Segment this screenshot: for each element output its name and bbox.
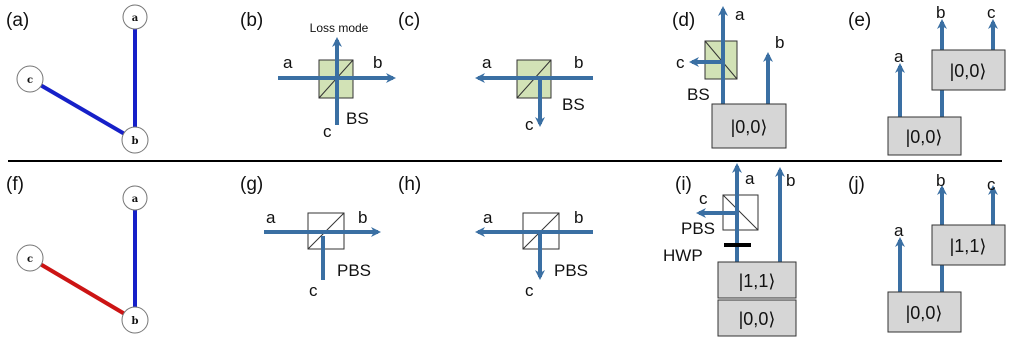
state-label-lower: |0,0⟩ bbox=[906, 303, 943, 323]
node-c bbox=[16, 65, 44, 93]
port-b-label: b bbox=[936, 171, 945, 190]
bs-label: BS bbox=[687, 85, 710, 104]
state-label-upper: |1,1⟩ bbox=[950, 236, 987, 256]
port-b-label: b bbox=[358, 208, 367, 227]
graph-a: a c b bbox=[16, 4, 149, 154]
state-box bbox=[711, 103, 787, 149]
state-box-upper bbox=[931, 224, 1006, 266]
port-a-label: a bbox=[283, 53, 293, 72]
panel-label-g: (g) bbox=[240, 174, 263, 195]
port-b-label: b bbox=[574, 53, 583, 72]
node-b-label: b bbox=[132, 316, 139, 327]
port-b-label: b bbox=[574, 208, 583, 227]
graph-f: a c b bbox=[16, 185, 149, 334]
panel-h: a b c PBS bbox=[475, 208, 593, 300]
port-b-label: b bbox=[936, 3, 945, 22]
bs-label: BS bbox=[562, 95, 585, 114]
port-b-label: b bbox=[786, 171, 795, 190]
node-c-label: c bbox=[27, 75, 33, 86]
pbs-label: PBS bbox=[681, 219, 715, 238]
panel-i: a b c PBS HWP |1,1⟩ |0,0⟩ bbox=[663, 163, 797, 337]
node-a-label: a bbox=[132, 13, 139, 24]
port-c-label: c bbox=[987, 175, 996, 194]
state-label-upper: |0,0⟩ bbox=[950, 61, 987, 81]
port-a-label: a bbox=[482, 53, 492, 72]
pbs-diagonal bbox=[722, 194, 759, 231]
panel-g: a b c PBS bbox=[264, 208, 381, 300]
port-c-label: c bbox=[525, 281, 534, 300]
state-box-lower bbox=[717, 299, 797, 337]
panel-label-i: (i) bbox=[675, 174, 692, 195]
state-label-upper: |1,1⟩ bbox=[739, 271, 776, 291]
panel-label-j: (j) bbox=[848, 174, 865, 195]
bs-label: BS bbox=[346, 109, 369, 128]
node-b-label: b bbox=[132, 136, 139, 147]
panel-label-c: (c) bbox=[398, 10, 420, 31]
port-c-label: c bbox=[699, 189, 708, 208]
edge-c-b bbox=[28, 77, 137, 142]
panel-j: a b c |1,1⟩ |0,0⟩ bbox=[887, 171, 1006, 333]
port-c-label: c bbox=[987, 3, 996, 22]
node-a-label: a bbox=[132, 194, 139, 205]
port-c-label: c bbox=[323, 122, 332, 141]
port-b-label: b bbox=[775, 33, 784, 52]
node-b bbox=[121, 306, 149, 334]
panel-label-d: (d) bbox=[672, 10, 695, 31]
state-box-lower bbox=[887, 116, 962, 156]
port-b-label: b bbox=[373, 53, 382, 72]
port-a-label: a bbox=[266, 208, 276, 227]
port-a-label: a bbox=[894, 221, 904, 240]
hwp-label: HWP bbox=[663, 246, 703, 265]
edge-c-b bbox=[28, 256, 137, 322]
panel-c: a b c BS bbox=[475, 53, 593, 134]
panel-e: a b c |0,0⟩ |0,0⟩ bbox=[887, 3, 1006, 156]
port-c-label: c bbox=[309, 281, 318, 300]
panel-label-b: (b) bbox=[240, 10, 263, 31]
port-a-label: a bbox=[483, 208, 493, 227]
node-c-label: c bbox=[27, 254, 33, 265]
loss-mode-label: Loss mode bbox=[310, 21, 369, 35]
node-b bbox=[121, 126, 149, 154]
port-c-label: c bbox=[676, 53, 685, 72]
port-a-label: a bbox=[745, 169, 755, 188]
state-label-lower: |0,0⟩ bbox=[906, 127, 943, 147]
state-label: |0,0⟩ bbox=[731, 117, 768, 137]
panel-d: a b c BS |0,0⟩ bbox=[676, 5, 787, 149]
pbs-label: PBS bbox=[554, 261, 588, 280]
node-a bbox=[122, 4, 148, 30]
panel-b: Loss mode a b c BS bbox=[278, 21, 396, 141]
node-c bbox=[16, 244, 44, 272]
state-box-lower bbox=[887, 291, 962, 333]
state-box-upper bbox=[931, 49, 1006, 91]
node-a bbox=[122, 185, 148, 211]
pbs-label: PBS bbox=[337, 261, 371, 280]
port-a-label: a bbox=[894, 47, 904, 66]
panel-label-f: (f) bbox=[6, 174, 24, 195]
state-box-upper bbox=[717, 261, 797, 299]
port-c-label: c bbox=[525, 115, 534, 134]
state-label-lower: |0,0⟩ bbox=[739, 309, 776, 329]
panel-label-a: (a) bbox=[6, 10, 29, 31]
panel-label-h: (h) bbox=[398, 174, 421, 195]
port-a-label: a bbox=[735, 5, 745, 24]
panel-label-e: (e) bbox=[848, 10, 871, 31]
